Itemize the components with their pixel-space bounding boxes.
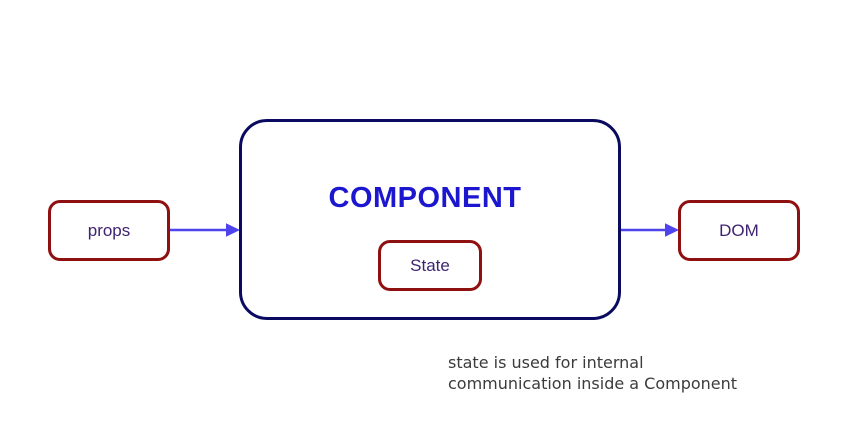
caption-line-2: communication inside a Component xyxy=(448,374,738,393)
component-node-label: COMPONENT xyxy=(328,182,522,214)
dom-node: DOM xyxy=(678,200,800,261)
props-node-label: props xyxy=(87,220,131,240)
state-node: State xyxy=(378,240,482,291)
dom-node-label: DOM xyxy=(719,220,759,240)
arrow-component-to-dom-icon xyxy=(621,223,679,237)
caption: state is used for internal communication… xyxy=(448,352,737,394)
props-node: props xyxy=(48,200,170,261)
arrow-props-to-component-icon xyxy=(170,223,240,237)
state-node-label: State xyxy=(410,255,450,275)
caption-line-1: state is used for internal xyxy=(448,353,644,372)
